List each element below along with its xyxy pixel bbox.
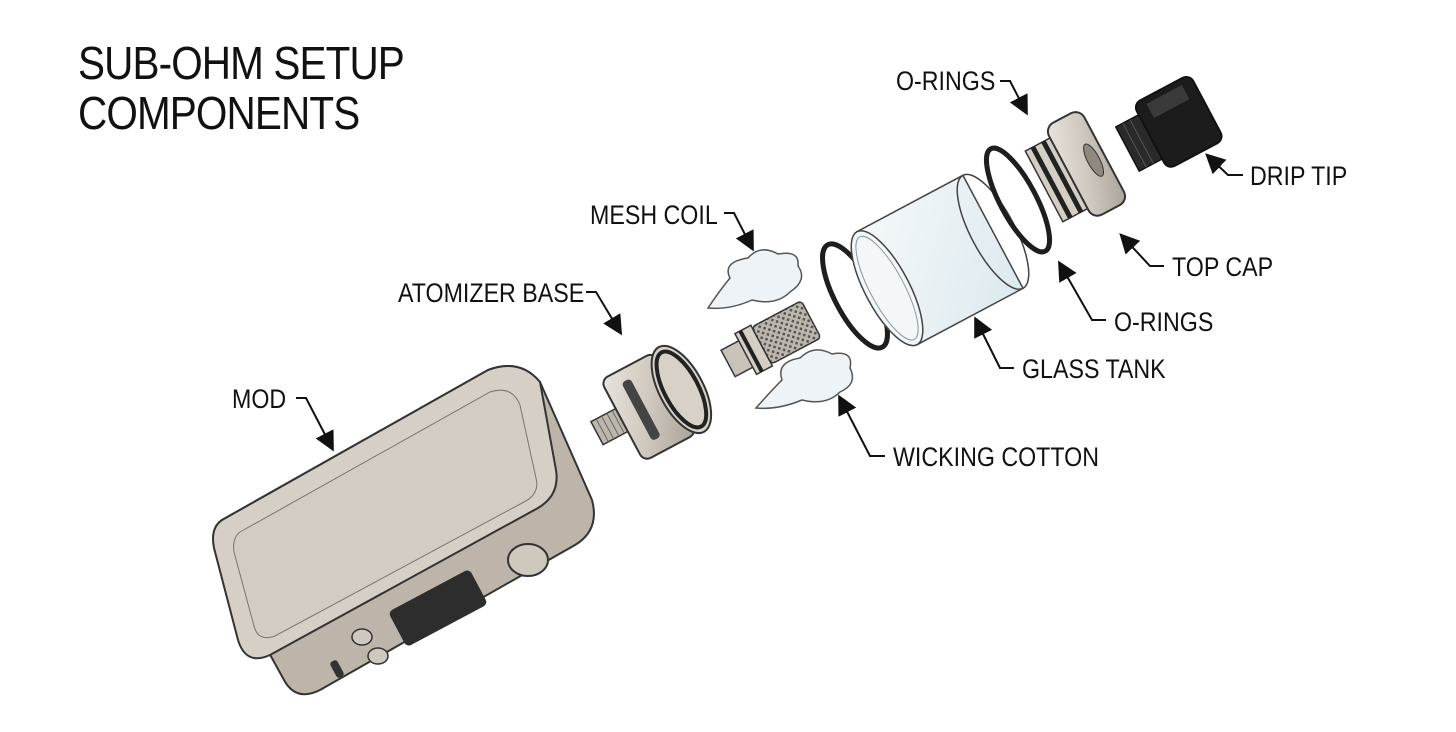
top-cap: [1024, 111, 1127, 223]
label-glass-tank: GLASS TANK: [1022, 354, 1166, 384]
label-wicking-cotton: WICKING COTTON: [893, 442, 1099, 472]
fire-button-icon: [507, 543, 549, 577]
arrow-mesh-coil: [724, 212, 754, 252]
drip-tip: [1114, 75, 1223, 173]
down-button-icon: [367, 647, 389, 665]
atomizer-base: [589, 344, 713, 460]
arrow-top-cap: [1119, 233, 1164, 267]
arrow-atomizer-base: [586, 291, 623, 336]
label-mod: MOD: [232, 384, 287, 414]
label-mesh-coil: MESH COIL: [590, 200, 718, 230]
label-top-cap: TOP CAP: [1172, 252, 1274, 282]
label-atomizer-base: ATOMIZER BASE: [398, 278, 585, 308]
diagram-title: SUB-OHM SETUP COMPONENTS: [78, 37, 405, 139]
arrow-wicking-cotton: [838, 394, 885, 457]
mesh-coil: [720, 301, 821, 378]
mod-device: [212, 365, 595, 696]
arrow-drip-tip: [1205, 153, 1243, 176]
mod-screen: [389, 570, 487, 646]
arrow-glass-tank: [974, 316, 1014, 369]
arrow-o-rings-lower: [1058, 260, 1106, 321]
glass-tank: [850, 173, 1030, 347]
label-o-rings-lower: O-RINGS: [1114, 307, 1214, 337]
title-line-2: COMPONENTS: [78, 87, 360, 139]
leader-lines: [296, 80, 1243, 457]
label-o-rings-upper: O-RINGS: [896, 66, 996, 96]
arrow-mod: [296, 397, 334, 452]
wicking-cotton: [706, 249, 854, 410]
usb-port-icon: [330, 660, 344, 678]
arrow-o-rings-upper: [1000, 80, 1028, 116]
label-drip-tip: DRIP TIP: [1250, 161, 1348, 191]
o-ring-upper: [983, 145, 1053, 255]
title-line-1: SUB-OHM SETUP: [78, 37, 405, 89]
up-button-icon: [351, 628, 373, 646]
